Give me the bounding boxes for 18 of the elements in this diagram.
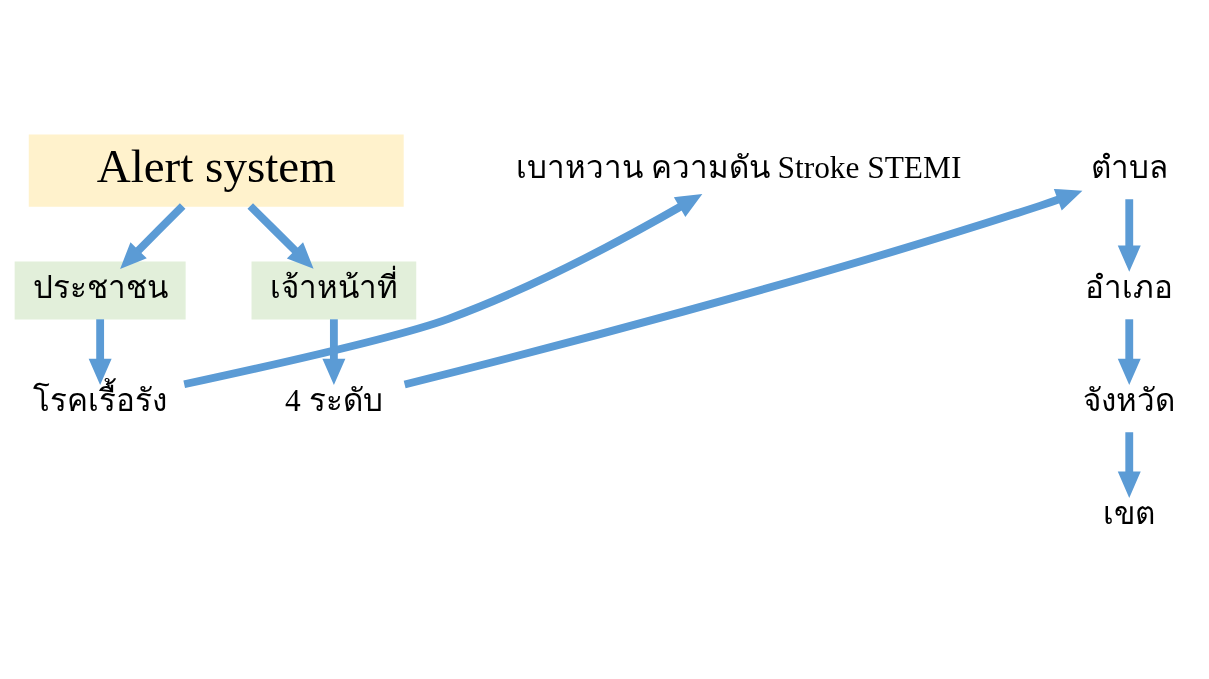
arrow <box>1117 198 1141 272</box>
node-text: เบาหวาน ความดัน Stroke STEMI <box>515 149 962 185</box>
arrow <box>183 193 703 388</box>
arrow <box>403 188 1083 388</box>
arrow <box>247 202 314 269</box>
node-box: ประชาชน <box>14 261 186 320</box>
node-box: Alert system <box>28 134 404 207</box>
node-text: เขต <box>1103 495 1156 531</box>
node-box: เจ้าหน้าที่ <box>251 261 417 320</box>
arrow <box>322 318 346 385</box>
node-text: 4 ระดับ <box>285 382 383 418</box>
arrow <box>1117 431 1141 498</box>
arrow <box>120 202 186 269</box>
arrow <box>88 318 112 385</box>
node-text: อำเภอ <box>1085 269 1174 305</box>
node-text: จังหวัด <box>1083 382 1176 418</box>
node-text: ตำบล <box>1090 149 1168 185</box>
arrow <box>1117 318 1141 385</box>
